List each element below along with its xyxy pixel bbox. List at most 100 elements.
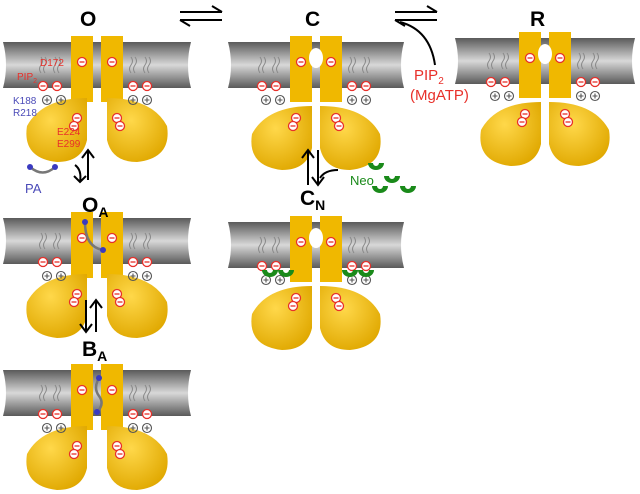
residue-e299: E299 — [57, 139, 81, 150]
state-label-oa: OA — [82, 194, 108, 220]
equilibrium-arrow-o-c — [179, 5, 223, 27]
channel-ba — [3, 364, 191, 490]
pip2-lipid-icon — [39, 232, 47, 250]
neo-bound-icon — [262, 270, 278, 277]
state-label-ba: BA — [82, 338, 107, 364]
neo-label: Neo — [350, 173, 374, 188]
pip2-lipid-icon — [53, 232, 61, 250]
positive-charge-icon — [263, 277, 269, 283]
cytoplasmic-domain-right — [107, 274, 168, 338]
residue-e224: E224 — [57, 127, 81, 138]
positive-charge-icon — [130, 97, 136, 103]
positive-charge-icon — [592, 93, 598, 99]
closed-pore-cavity — [309, 48, 323, 68]
channel-closed — [228, 36, 404, 170]
pa-bound-icon — [96, 375, 102, 381]
pip2-lipid-icon — [362, 56, 370, 74]
positive-charge-icon — [58, 273, 64, 279]
pip2-lipid-icon — [143, 56, 151, 74]
residue-r218: R218 — [13, 108, 37, 119]
pa-bound-icon — [94, 377, 103, 413]
positive-charge-icon — [346, 94, 358, 106]
pip2-lipid-icon — [501, 52, 509, 70]
tm-subunit-right — [101, 212, 123, 278]
residue-pip2-main: PIP — [17, 72, 33, 83]
neo-bound-icon — [358, 270, 374, 277]
cytoplasmic-domain-right — [107, 98, 168, 162]
positive-charge-icon — [41, 94, 53, 106]
positive-charge-icon — [127, 94, 139, 106]
positive-charge-icon — [263, 97, 269, 103]
neo-bound-icon — [278, 270, 294, 277]
pip2-lipid-icon — [39, 384, 47, 402]
positive-charge-icon — [44, 425, 50, 431]
pip2-lipid-icon — [591, 52, 599, 70]
pip2-label-main: PIP — [414, 67, 438, 84]
positive-charge-icon — [489, 90, 501, 102]
positive-charge-icon — [260, 94, 272, 106]
pip2-lipid-icon — [487, 52, 495, 70]
tm-subunit-right — [101, 364, 123, 430]
positive-charge-icon — [130, 273, 136, 279]
pip2-lipid-icon — [272, 56, 280, 74]
pip2-lipid-icon — [577, 52, 585, 70]
state-label-oa-sub: A — [98, 204, 108, 220]
positive-charge-icon — [360, 94, 372, 106]
pa-ligand-icon — [27, 164, 58, 174]
positive-charge-icon — [363, 97, 369, 103]
cytoplasmic-domain-right — [320, 106, 381, 170]
pip2-lipid-icon — [143, 384, 151, 402]
positive-charge-icon — [277, 97, 283, 103]
pip2-lipid-icon — [143, 232, 151, 250]
channels-layer — [3, 32, 635, 490]
pa-bound-icon — [94, 409, 100, 415]
state-label-oa-main: O — [82, 194, 98, 217]
closed-pore-cavity — [538, 44, 552, 64]
equilibrium-arrow-o-oa — [73, 148, 95, 184]
positive-charge-icon — [144, 425, 150, 431]
pip2-lipid-icon — [53, 384, 61, 402]
positive-charge-icon — [41, 422, 53, 434]
positive-charge-icon — [55, 270, 67, 282]
membrane — [3, 218, 191, 264]
positive-charge-icon — [349, 277, 355, 283]
pa-label: PA — [25, 181, 42, 196]
mgatp-label: (MgATP) — [410, 87, 469, 104]
positive-charge-icon — [55, 422, 67, 434]
neo-molecule-icon — [400, 186, 416, 193]
positive-charge-icon — [58, 425, 64, 431]
channel-open — [3, 36, 191, 162]
tm-subunit-left — [71, 36, 93, 102]
cytoplasmic-domain-right — [549, 102, 610, 166]
state-label-closed: C — [305, 8, 320, 31]
pip2-lipid-icon — [258, 236, 266, 254]
positive-charge-icon — [130, 425, 136, 431]
positive-charge-icon — [41, 270, 53, 282]
pip2-lipid-icon — [348, 56, 356, 74]
neo-bound-icon — [342, 270, 358, 277]
cytoplasmic-domain-left — [251, 106, 312, 170]
positive-charge-icon — [144, 273, 150, 279]
state-label-cn-main: C — [300, 187, 315, 210]
tm-subunit-right — [320, 216, 342, 282]
pa-bound-icon — [100, 247, 106, 253]
state-label-cn-sub: N — [315, 197, 325, 213]
positive-charge-icon — [274, 274, 286, 286]
cytoplasmic-domain-left — [251, 286, 312, 350]
cytoplasmic-domain-right — [107, 426, 168, 490]
tm-subunit-right — [549, 32, 571, 98]
cytoplasmic-domain-left — [26, 274, 87, 338]
positive-charge-icon — [575, 90, 587, 102]
state-label-ba-sub: A — [97, 348, 107, 364]
positive-charge-icon — [492, 93, 498, 99]
tm-subunit-left — [290, 216, 312, 282]
pip2-lipid-icon — [53, 56, 61, 74]
positive-charge-icon — [141, 422, 153, 434]
cytoplasmic-domain-left — [26, 426, 87, 490]
state-label-r: R — [530, 8, 545, 31]
neo-molecule-icon — [384, 176, 400, 183]
pip2-lipid-icon — [258, 56, 266, 74]
positive-charge-icon — [141, 270, 153, 282]
positive-charge-icon — [55, 94, 67, 106]
